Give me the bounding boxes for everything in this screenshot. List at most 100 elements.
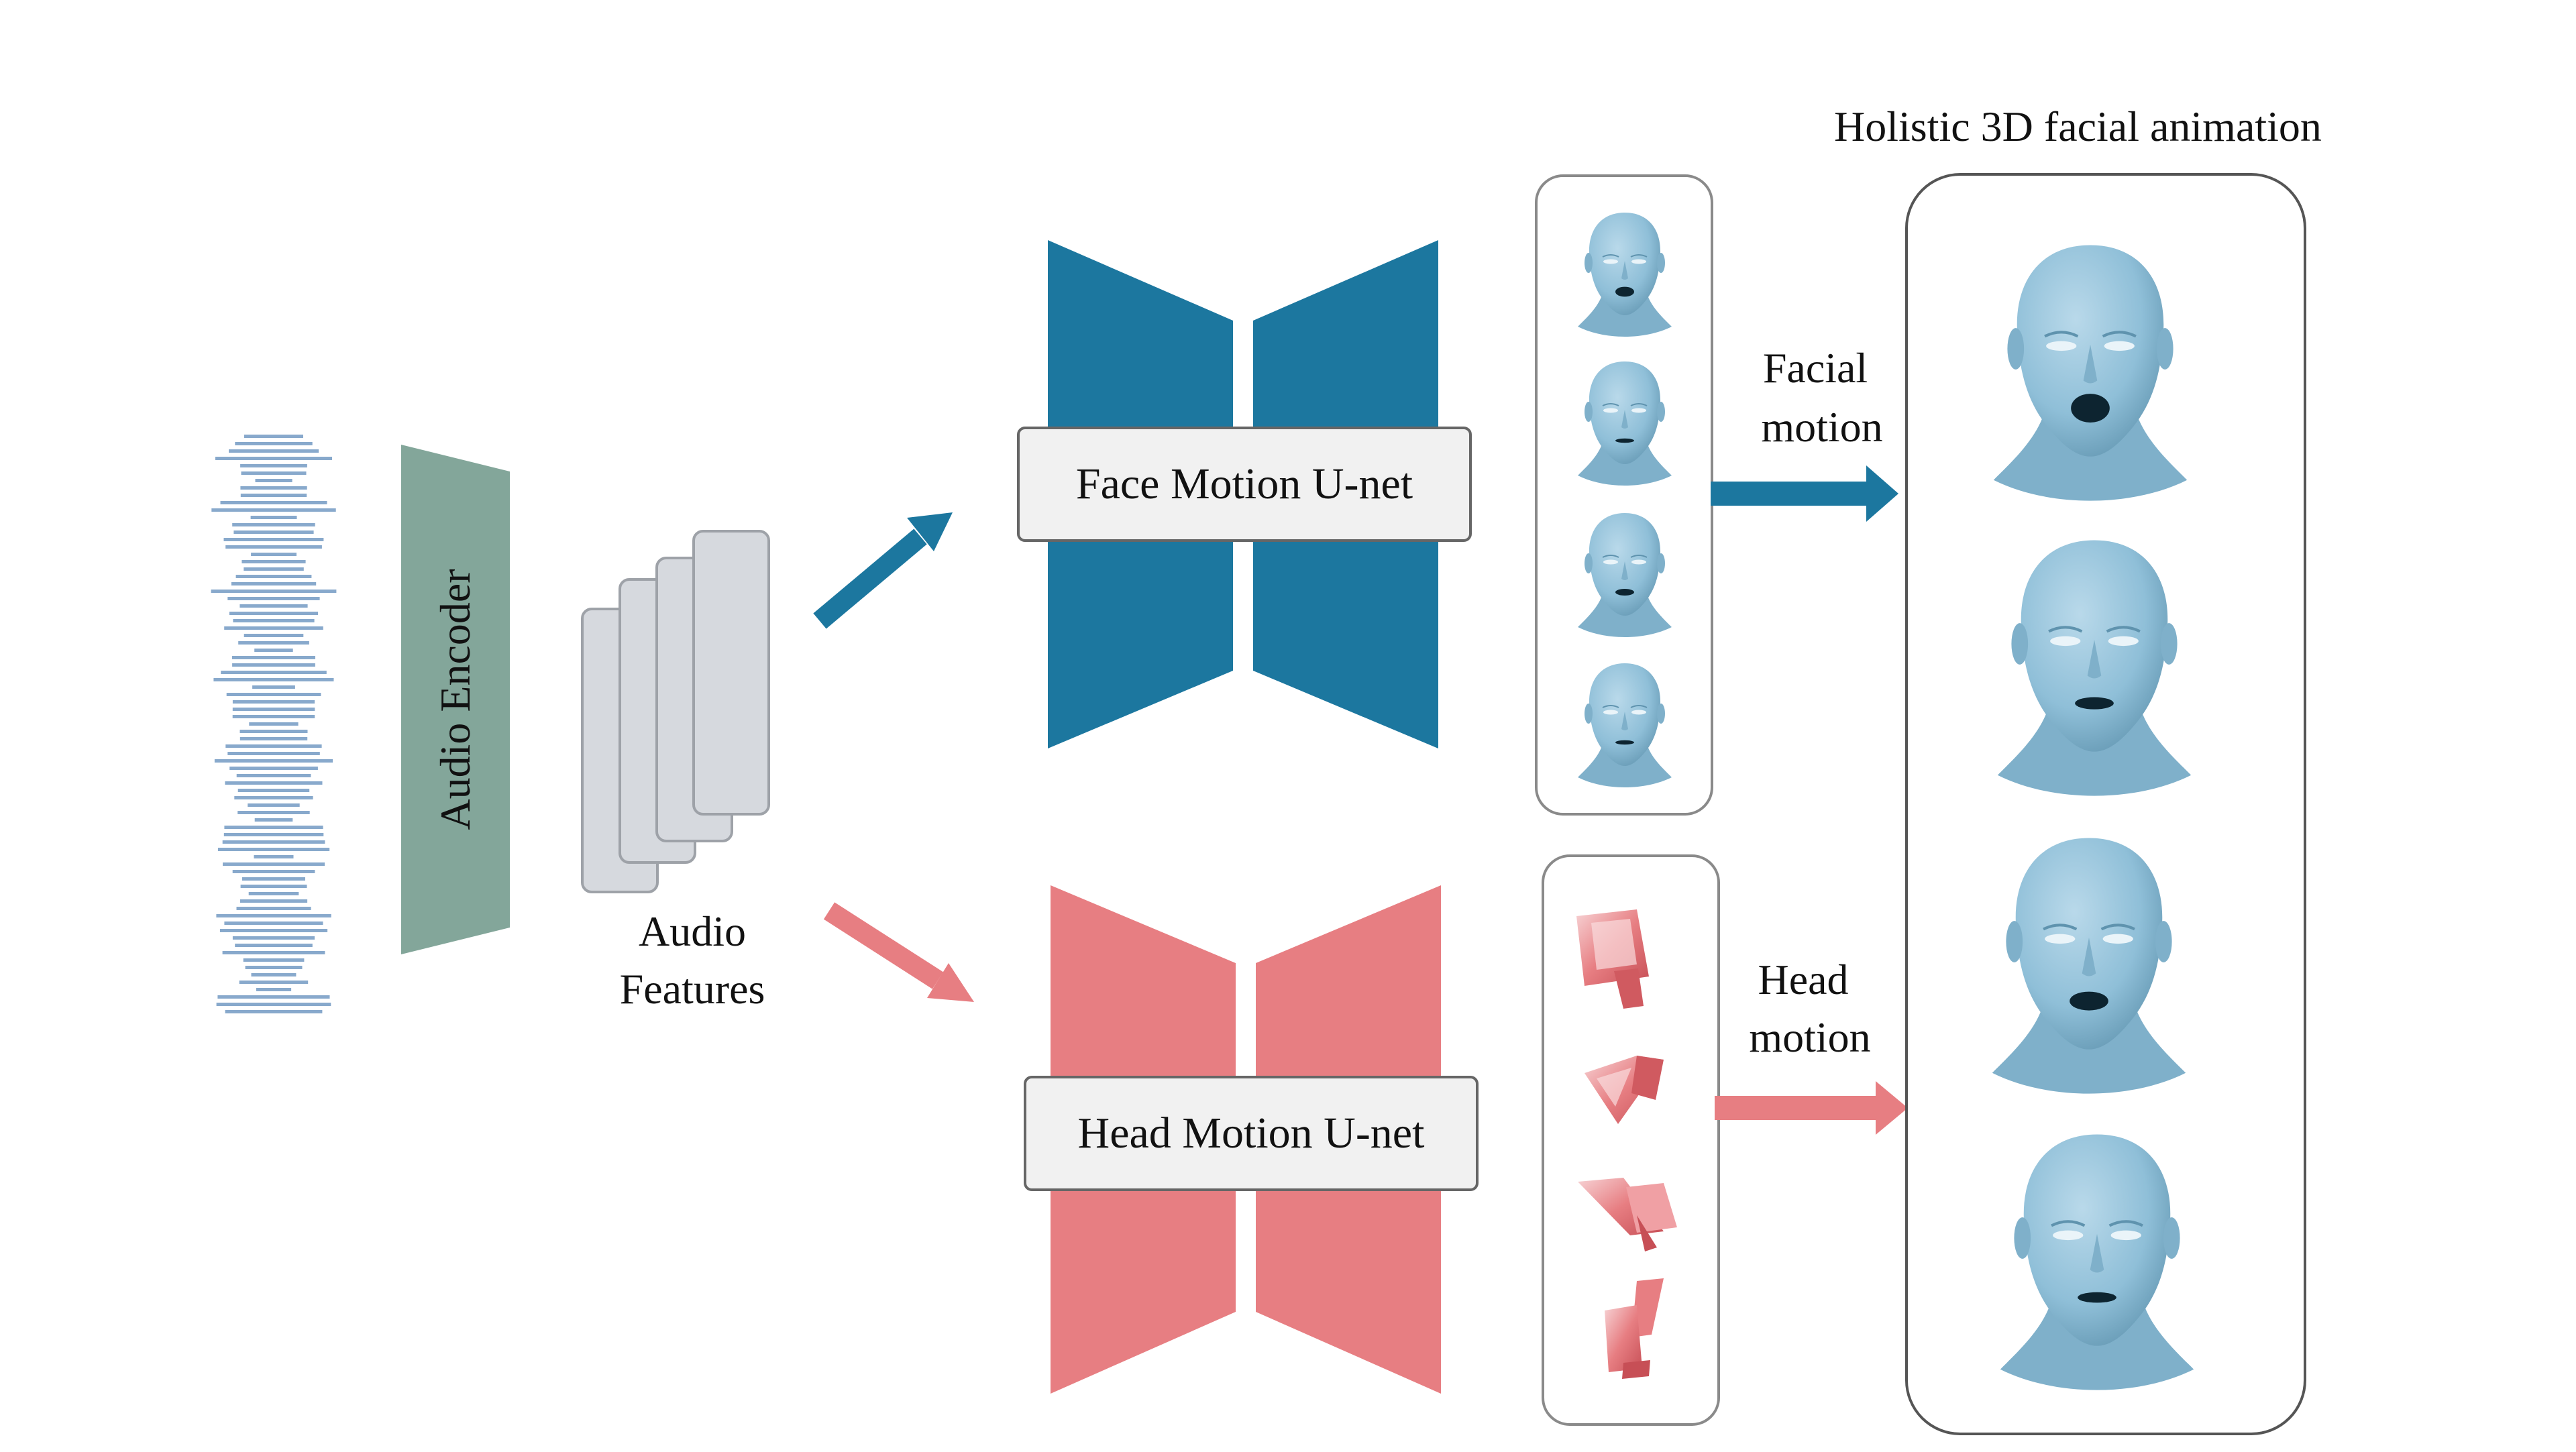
waveform-bar <box>245 966 303 969</box>
head-unet-box <box>1024 1076 1479 1191</box>
waveform-bar <box>234 796 313 799</box>
audio-feature-cards <box>581 530 770 893</box>
waveform-bar <box>255 479 292 482</box>
waveform-bar <box>235 575 312 578</box>
head-pose-frame <box>1585 1056 1664 1124</box>
head-motion-arrow <box>1715 1081 1908 1135</box>
waveform-bar <box>240 464 307 467</box>
waveform-bar <box>249 722 299 726</box>
waveform-bar <box>217 995 330 999</box>
waveform-bar <box>248 892 299 895</box>
arrow-to-face-unet <box>813 512 953 629</box>
waveform-bar <box>254 649 293 652</box>
waveform-bar <box>223 833 324 836</box>
waveform-bar <box>227 597 320 600</box>
waveform-bar <box>251 553 297 556</box>
waveform-bar <box>226 693 321 696</box>
face-unet-label: Face Motion U-net <box>1075 459 1413 508</box>
face-mesh-render <box>1997 540 2192 796</box>
waveform-bar <box>223 862 325 866</box>
waveform-bar <box>222 951 325 954</box>
waveform-bar <box>239 899 308 903</box>
waveform-bar <box>235 944 313 947</box>
waveform-bar <box>239 981 309 984</box>
waveform-bar <box>213 678 334 681</box>
waveform-bar <box>254 855 294 858</box>
audio-encoder-block <box>401 445 510 954</box>
facial-motion-label-line1: Facial <box>1762 344 1868 392</box>
waveform-bar <box>222 840 325 844</box>
head-motion-label-line2: motion <box>1749 1013 1871 1061</box>
waveform-bar <box>237 811 310 814</box>
head-pose-frame <box>1605 1278 1664 1379</box>
facial-motion-frames <box>1578 213 1672 787</box>
waveform-bar <box>225 1010 323 1013</box>
face-mesh-render <box>1578 361 1672 486</box>
waveform-bar <box>235 442 313 445</box>
waveform-bar <box>227 752 320 755</box>
facial-motion-label-line2: motion <box>1761 403 1883 451</box>
waveform-bar <box>217 848 330 851</box>
waveform-bar <box>229 767 318 770</box>
waveform-bar <box>232 708 315 711</box>
audio-encoder-label: Audio Encoder <box>431 569 479 830</box>
waveform-bar <box>225 781 323 785</box>
waveform-bar <box>236 774 311 777</box>
holistic-panel <box>1905 173 2306 1435</box>
head-pose-frame <box>1578 1178 1677 1251</box>
waveform-bar <box>244 634 304 637</box>
head-pose-frame <box>1576 909 1649 1009</box>
audio-waveform <box>211 435 337 1013</box>
waveform-bar <box>236 907 311 910</box>
head-unet-label: Head Motion U-net <box>1077 1109 1425 1158</box>
head-pose-frames <box>1576 909 1677 1379</box>
audio-features-label-line1: Audio <box>639 907 746 955</box>
face-unet-box <box>1017 427 1472 542</box>
waveform-bar <box>214 759 333 763</box>
facial-motion-arrow <box>1711 465 1898 522</box>
audio-features-label-line2: Features <box>619 965 765 1013</box>
holistic-title: Holistic 3D facial animation <box>1834 103 2322 150</box>
head-motion-panel <box>1542 854 1720 1426</box>
waveform-bar <box>239 737 308 740</box>
head-motion-label-line1: Head <box>1758 956 1849 1003</box>
waveform-bar <box>219 929 328 932</box>
face-mesh-render <box>1578 513 1672 637</box>
waveform-bar <box>225 744 322 748</box>
waveform-bar <box>239 604 308 608</box>
waveform-bar <box>231 582 317 585</box>
arrow-to-head-unet <box>823 902 974 1002</box>
waveform-bar <box>232 523 315 526</box>
waveform-bar <box>233 530 314 534</box>
waveform-bar <box>241 471 307 475</box>
waveform-bar <box>254 818 293 822</box>
waveform-bar <box>256 988 292 991</box>
waveform-bar <box>221 671 327 674</box>
waveform-bar <box>225 545 322 549</box>
waveform-bar <box>240 494 307 497</box>
face-mesh-render <box>2000 1134 2194 1390</box>
waveform-bar <box>224 826 323 829</box>
waveform-bar <box>251 973 297 976</box>
feature-card <box>692 530 770 816</box>
waveform-bar <box>232 663 315 667</box>
waveform-bar <box>233 619 315 622</box>
waveform-bar <box>220 501 327 504</box>
waveform-bar <box>229 612 319 615</box>
waveform-bar <box>243 958 305 962</box>
waveform-bar <box>216 1003 331 1006</box>
waveform-bar <box>232 700 315 704</box>
waveform-bar <box>244 435 303 438</box>
waveform-bar <box>244 567 304 571</box>
waveform-bar <box>232 715 315 718</box>
waveform-bar <box>224 626 323 630</box>
waveform-bar <box>240 885 307 888</box>
waveform-bar <box>237 789 310 792</box>
waveform-bar <box>241 560 306 563</box>
waveform-bar <box>215 457 332 460</box>
waveform-bar <box>231 656 315 659</box>
waveform-bar <box>211 590 337 593</box>
waveform-bar <box>229 449 319 453</box>
waveform-bar <box>238 641 309 645</box>
